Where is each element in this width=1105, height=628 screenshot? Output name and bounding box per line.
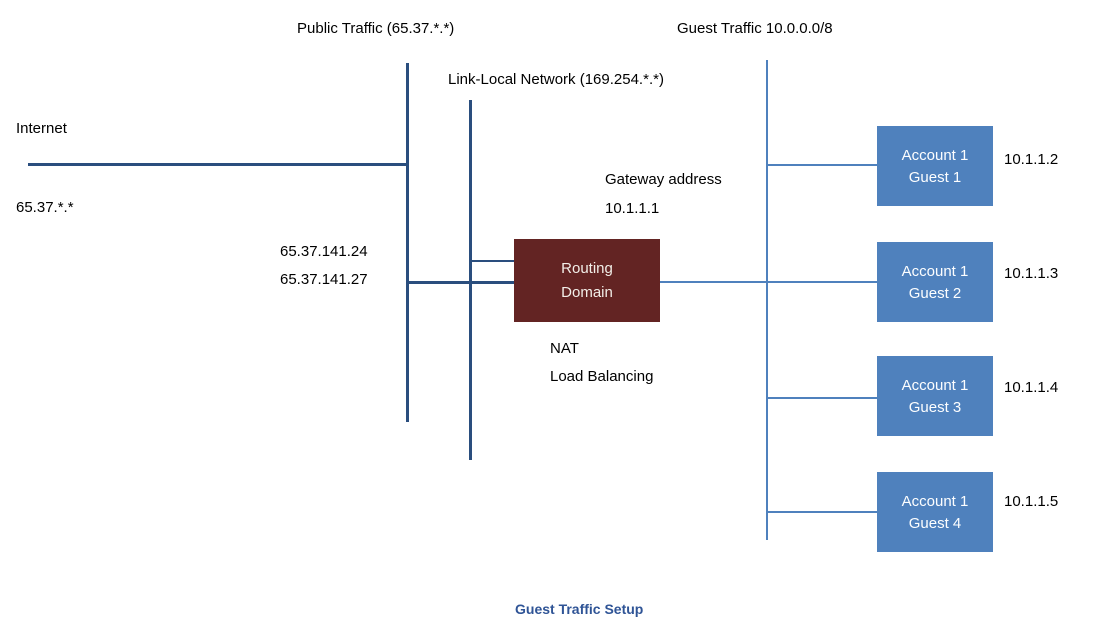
guest-4-name: Guest 4	[908, 514, 962, 532]
internet-line	[28, 163, 409, 166]
load-balancing-label: Load Balancing	[550, 368, 654, 385]
guest-1-name: Guest 1	[908, 168, 962, 186]
routing-domain-line1: Routing	[561, 260, 613, 277]
guest-node-2: Account 1 Guest 2	[877, 242, 993, 322]
guest-2-account: Account 1	[901, 262, 969, 280]
guest-node-1: Account 1 Guest 1	[877, 126, 993, 206]
guest-traffic-trunk	[766, 60, 768, 540]
guest-1-ip: 10.1.1.2	[1004, 151, 1059, 168]
guest-traffic-title: Guest Traffic 10.0.0.0/8	[677, 20, 833, 37]
guest-2-ip: 10.1.1.3	[1004, 265, 1059, 282]
public-ip-1-label: 65.37.141.24	[280, 243, 368, 260]
routing-to-guest2-line	[660, 281, 877, 283]
guest4-connector	[766, 511, 877, 513]
guest-3-ip: 10.1.1.4	[1004, 379, 1059, 396]
guest-4-ip: 10.1.1.5	[1004, 493, 1059, 510]
guest3-connector	[766, 397, 877, 399]
link-local-trunk	[469, 100, 472, 460]
guest-2-name: Guest 2	[908, 284, 962, 302]
public-to-routing-line	[406, 281, 514, 284]
guest-3-account: Account 1	[901, 376, 969, 394]
routing-domain-node: Routing Domain	[514, 239, 660, 322]
routing-domain-line2: Domain	[561, 284, 613, 301]
guest-3-name: Guest 3	[908, 398, 962, 416]
public-ip-2-label: 65.37.141.27	[280, 271, 368, 288]
gateway-ip-label: 10.1.1.1	[605, 200, 660, 217]
guest-node-3: Account 1 Guest 3	[877, 356, 993, 436]
internet-subnet-label: 65.37.*.*	[16, 199, 74, 216]
figure-caption: Guest Traffic Setup	[515, 601, 644, 617]
public-traffic-trunk	[406, 63, 409, 422]
link-local-title: Link-Local Network (169.254.*.*)	[448, 71, 664, 88]
internet-label: Internet	[16, 120, 67, 137]
guest-node-4: Account 1 Guest 4	[877, 472, 993, 552]
gateway-label: Gateway address	[605, 171, 722, 188]
public-traffic-title: Public Traffic (65.37.*.*)	[297, 20, 455, 37]
nat-label: NAT	[550, 340, 579, 357]
guest1-connector	[766, 164, 877, 166]
guest-1-account: Account 1	[901, 146, 969, 164]
guest-4-account: Account 1	[901, 492, 969, 510]
linklocal-to-routing-line	[469, 260, 514, 262]
